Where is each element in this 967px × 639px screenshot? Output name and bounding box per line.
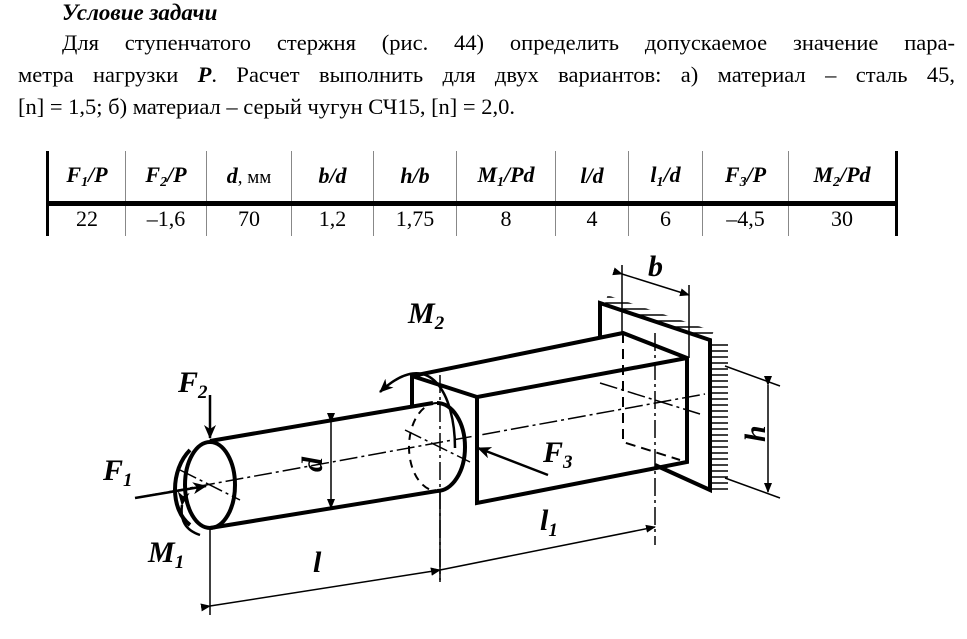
table-cell: 22 — [46, 203, 126, 236]
label-b: b — [648, 250, 663, 283]
label-l: l — [313, 546, 322, 579]
column-header: b/d — [291, 151, 374, 206]
section-title: Условие задачи — [62, 0, 218, 25]
force-f1-arrow — [134, 482, 207, 500]
dimensions — [200, 265, 781, 615]
figure-labels: F2 F1 M1 M2 F3 d l l1 b h — [102, 250, 772, 579]
paragraph-line: [n] = 1,5; б) материал – серый чугун СЧ1… — [18, 94, 515, 119]
moment-m1-arc — [173, 448, 192, 527]
label-h: h — [739, 425, 772, 442]
column-header: F2/P — [125, 151, 207, 206]
moment-m2-arrow — [379, 372, 457, 449]
column-header: F1/P — [46, 151, 126, 206]
fixed-wall — [598, 295, 728, 494]
label-f2: F2 — [177, 366, 208, 403]
paragraph-line: Для ступенчатого стержня (рис. 44) опред… — [62, 30, 955, 55]
table-cell: 30 — [788, 203, 898, 236]
table-cell: 1,75 — [373, 203, 457, 236]
table-cell: 4 — [555, 203, 629, 236]
table-cell: –1,6 — [125, 203, 207, 236]
label-d: d — [296, 456, 329, 472]
label-f3: F3 — [542, 436, 573, 473]
center-lines — [139, 333, 706, 580]
label-f1: F1 — [102, 454, 133, 491]
paragraph-line: метра нагрузки P. Расчет выполнить для д… — [18, 62, 955, 88]
column-header: F3/P — [702, 151, 789, 206]
table-cell: 8 — [456, 203, 556, 236]
loads — [134, 372, 549, 537]
load-parameter: P — [197, 62, 212, 87]
table-cell: 1,2 — [291, 203, 374, 236]
column-header: d, мм — [206, 151, 292, 206]
column-header: l1/d — [628, 151, 703, 206]
column-header: M1/Pd — [456, 151, 556, 206]
column-header: h/b — [373, 151, 457, 206]
table-cell: 70 — [206, 203, 292, 236]
table-cell: –4,5 — [702, 203, 789, 236]
table-cell: 6 — [628, 203, 703, 236]
moment-m1-arrow — [177, 491, 201, 537]
column-header: l/d — [555, 151, 629, 206]
column-header: M2/Pd — [788, 151, 898, 206]
label-m2: M2 — [407, 297, 445, 334]
text: . Расчет выполнить для двух вариантов: а… — [211, 62, 955, 87]
text: метра нагрузки — [18, 62, 179, 87]
label-l1: l1 — [540, 504, 558, 541]
force-f3-arrow — [477, 446, 549, 477]
label-m1: M1 — [147, 536, 184, 573]
